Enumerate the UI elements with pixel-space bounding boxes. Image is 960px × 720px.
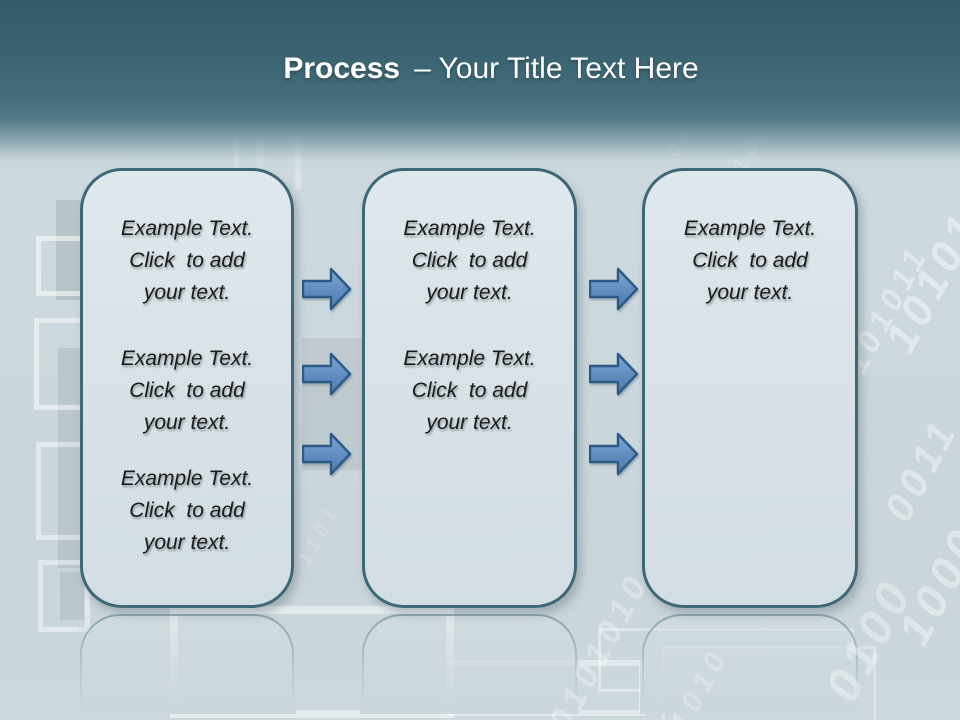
arrow-right-icon [302, 267, 352, 311]
text-placeholder: Example Text. Click to add your text. [365, 213, 574, 309]
card-reflection [360, 613, 579, 714]
process-step-card-3: Example Text. Click to add your text. [642, 168, 858, 608]
circuit-rectangle-outline [38, 560, 90, 632]
card-reflection [640, 613, 860, 714]
placeholder-line: Example Text. [120, 347, 254, 370]
placeholder-line: Example Text. [683, 217, 817, 240]
text-placeholder: Example Text. Click to add your text. [645, 213, 855, 309]
card-reflection [78, 613, 296, 714]
placeholder-line: Click to add [129, 499, 245, 522]
placeholder-line: your text. [143, 281, 231, 304]
title-keyword: Process [283, 52, 401, 85]
placeholder-line: your text. [143, 531, 231, 554]
reflection-fade [360, 613, 579, 714]
text-placeholder: Example Text. Click to add your text. [365, 343, 574, 439]
reflection-fade [78, 613, 296, 714]
placeholder-line: Example Text. [403, 217, 536, 240]
binary-digits-decor: 1101 [294, 500, 346, 570]
page-title: Process – Your Title Text Here [0, 52, 960, 86]
placeholder-line: Example Text. [120, 467, 254, 490]
text-placeholder: Example Text. Click to add your text. [83, 213, 291, 309]
text-placeholder: Example Text. Click to add your text. [83, 463, 291, 559]
placeholder-line: Example Text. [403, 347, 536, 370]
text-placeholder: Example Text. Click to add your text. [83, 343, 291, 439]
placeholder-line: Click to add [692, 249, 808, 272]
placeholder-line: Click to add [129, 249, 245, 272]
arrow-right-icon [589, 352, 639, 396]
arrow-right-icon [589, 432, 639, 476]
title-text: – Your Title Text Here [414, 52, 699, 85]
placeholder-line: Click to add [129, 379, 245, 402]
header-band: Process – Your Title Text Here [0, 0, 960, 178]
background-texture-patch [60, 572, 84, 620]
placeholder-line: your text. [143, 411, 231, 434]
background-texture-patch [56, 200, 84, 300]
arrow-right-icon [302, 352, 352, 396]
reflection-fade [640, 613, 860, 714]
placeholder-line: Click to add [411, 249, 528, 272]
arrow-right-icon [302, 432, 352, 476]
process-step-card-2: Example Text. Click to add your text. Ex… [362, 168, 577, 608]
placeholder-line: your text. [426, 281, 513, 304]
placeholder-line: Click to add [411, 379, 528, 402]
placeholder-line: your text. [426, 411, 513, 434]
placeholder-line: your text. [706, 281, 794, 304]
binary-digits-decor: 0011 [876, 410, 960, 529]
background-texture-patch [58, 348, 84, 568]
arrow-right-icon [589, 267, 639, 311]
process-step-card-1: Example Text. Click to add your text. Ex… [80, 168, 294, 608]
placeholder-line: Example Text. [120, 217, 254, 240]
